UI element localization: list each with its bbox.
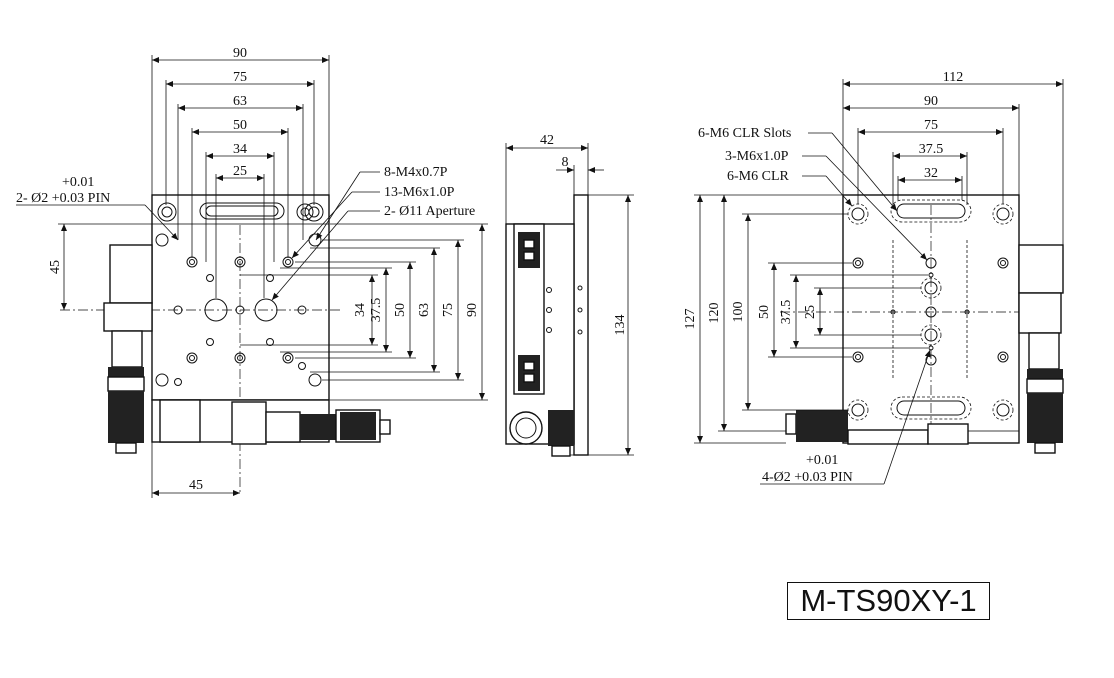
pin-callout: 2- Ø2 +0.03 PIN (16, 191, 110, 206)
pin-tolerance-b: +0.01 (806, 453, 838, 468)
dim-25-b: 25 (803, 305, 818, 319)
dim-90: 90 (233, 46, 247, 61)
pin-callout-b: 4-Ø2 +0.03 PIN (762, 470, 853, 485)
bottom-width-dims: 112 90 75 37.5 32 (842, 70, 1064, 245)
dim-34: 34 (233, 142, 247, 157)
dim-8: 8 (562, 155, 569, 170)
callout-clr-slots: 6-M6 CLR Slots (698, 126, 791, 141)
dim-34-v: 34 (353, 303, 368, 317)
dim-112: 112 (943, 70, 963, 85)
dim-45-left: 45 (48, 260, 63, 274)
top-plate (151, 194, 330, 401)
callout-aperture: 2- Ø11 Aperture (384, 204, 475, 219)
dim-127: 127 (683, 309, 698, 330)
dim-45-bottom: 45 (189, 478, 203, 493)
pin-tolerance: +0.01 (62, 175, 94, 190)
dim-63-v: 63 (417, 303, 432, 317)
model-number: M-TS90XY-1 (787, 582, 990, 620)
side-view: 42 8 134 (505, 133, 634, 457)
dim-120: 120 (707, 303, 722, 324)
dim-134: 134 (613, 315, 628, 336)
dim-37-5-bv: 37.5 (779, 300, 794, 325)
dim-63: 63 (233, 94, 247, 109)
dim-50-b: 50 (757, 305, 772, 319)
dim-37-5-b: 37.5 (919, 142, 944, 157)
dim-32-b: 32 (924, 166, 938, 181)
dim-100: 100 (731, 302, 746, 323)
dim-75: 75 (233, 70, 247, 85)
callout-m6-clr: 6-M6 CLR (727, 169, 790, 184)
top-view: 90 75 63 50 34 25 34 37.5 50 63 75 (16, 46, 488, 498)
callout-m6: 13-M6x1.0P (384, 185, 455, 200)
dim-75-v: 75 (441, 303, 456, 317)
callout-m4: 8-M4x0.7P (384, 165, 448, 180)
bottom-view: 112 90 75 37.5 32 127 120 100 50 37.5 25 (683, 70, 1064, 485)
dim-25: 25 (233, 164, 247, 179)
dim-37-5-v: 37.5 (369, 298, 384, 323)
bottom-height-dims: 127 120 100 50 37.5 25 (683, 194, 928, 444)
top-width-dims: 90 75 63 50 34 25 (151, 46, 330, 298)
dim-50: 50 (233, 118, 247, 133)
dim-75-b: 75 (924, 118, 938, 133)
callout-m6-thread: 3-M6x1.0P (725, 149, 789, 164)
dim-50-v: 50 (393, 303, 408, 317)
dim-90-b: 90 (924, 94, 938, 109)
top-height-dims: 34 37.5 50 63 75 90 (240, 223, 488, 401)
dim-90-v: 90 (465, 303, 480, 317)
dim-42: 42 (540, 133, 554, 148)
